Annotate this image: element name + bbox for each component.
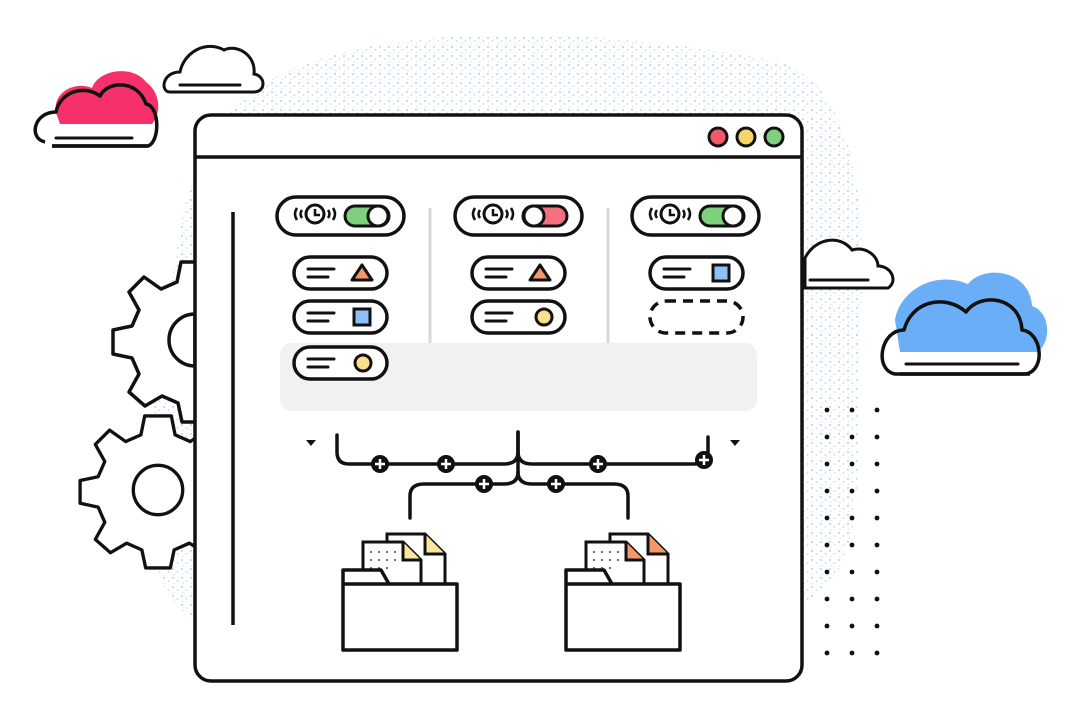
grid-dot <box>824 461 830 467</box>
item-pill-square[interactable] <box>292 299 389 335</box>
grid-dot <box>849 569 855 575</box>
grid-dot <box>824 542 830 548</box>
highlight-row <box>280 343 757 411</box>
grid-dot <box>849 434 855 440</box>
folder-left-icon <box>341 532 459 652</box>
grid-dot <box>874 407 880 413</box>
grid-dot <box>874 515 880 521</box>
triangle-icon <box>350 263 374 282</box>
grid-dot <box>824 623 830 629</box>
grid-dot <box>849 407 855 413</box>
grid-dot <box>849 461 855 467</box>
cloud-outline-top-icon <box>162 44 265 94</box>
clock-icon <box>482 203 504 225</box>
grid-dot <box>874 461 880 467</box>
toggle-pill-column-3[interactable] <box>630 195 761 237</box>
grid-dot <box>874 569 880 575</box>
window-minimize-button[interactable] <box>735 126 757 148</box>
square-icon <box>352 307 372 327</box>
grid-dot <box>824 434 830 440</box>
folder-right-icon <box>564 532 682 652</box>
add-node-button[interactable] <box>547 475 565 493</box>
cloud-outline-right-icon <box>803 238 895 290</box>
grid-dot <box>874 488 880 494</box>
dot-grid <box>824 407 880 656</box>
grid-dot <box>874 596 880 602</box>
dropdown-caret-icon[interactable] <box>730 440 740 446</box>
item-pill-square[interactable] <box>648 255 745 291</box>
clock-icon <box>304 203 326 225</box>
window-close-button[interactable] <box>707 126 729 148</box>
grid-dot <box>874 434 880 440</box>
grid-dot <box>849 623 855 629</box>
toggle-pill-column-2[interactable] <box>453 195 584 237</box>
item-pill-triangle[interactable] <box>470 255 567 291</box>
add-node-button[interactable] <box>475 475 493 493</box>
add-node-button[interactable] <box>695 451 713 469</box>
add-node-button[interactable] <box>589 455 607 473</box>
clock-icon <box>659 203 681 225</box>
item-pill-circle[interactable] <box>470 299 567 335</box>
grid-dot <box>874 542 880 548</box>
gear-small-icon <box>78 414 238 570</box>
item-pill-triangle[interactable] <box>292 255 389 291</box>
add-node-button[interactable] <box>437 455 455 473</box>
grid-dot <box>824 515 830 521</box>
window-maximize-button[interactable] <box>763 126 785 148</box>
grid-dot <box>824 407 830 413</box>
item-pill-circle[interactable] <box>292 345 389 381</box>
grid-dot <box>824 488 830 494</box>
toggle-pill-column-1[interactable] <box>275 195 406 237</box>
circle-icon <box>534 307 554 327</box>
grid-dot <box>874 623 880 629</box>
cloud-blue-icon <box>880 272 1048 376</box>
grid-dot <box>849 650 855 656</box>
grid-dot <box>849 542 855 548</box>
grid-dot <box>874 650 880 656</box>
grid-dot <box>824 569 830 575</box>
cloud-pink-icon <box>33 71 159 148</box>
grid-dot <box>849 515 855 521</box>
grid-dot <box>824 650 830 656</box>
circle-icon <box>353 353 373 373</box>
dropdown-caret-icon[interactable] <box>306 440 316 446</box>
triangle-icon <box>528 263 552 282</box>
empty-drop-slot[interactable] <box>648 299 745 335</box>
branch-connector <box>335 430 710 520</box>
add-node-button[interactable] <box>371 455 389 473</box>
grid-dot <box>849 488 855 494</box>
square-icon <box>711 263 731 283</box>
grid-dot <box>824 596 830 602</box>
grid-dot <box>849 596 855 602</box>
